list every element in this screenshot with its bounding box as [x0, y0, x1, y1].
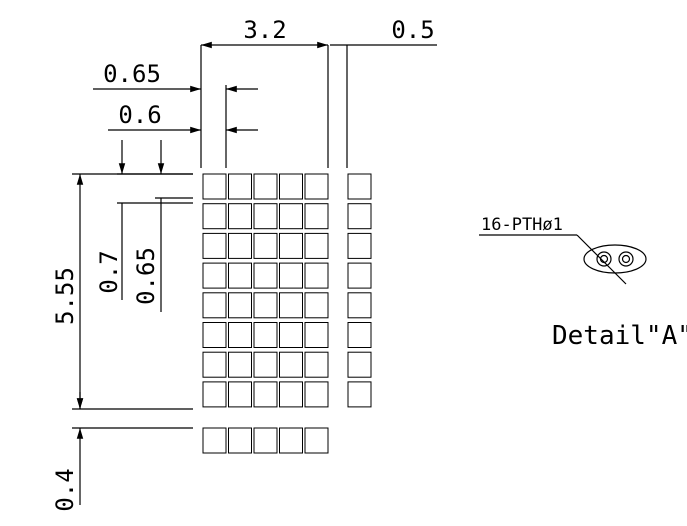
pad — [304, 173, 329, 200]
dim-row-pitch-label: 0.7 — [95, 250, 123, 293]
dim-height-total-label: 5.55 — [51, 267, 79, 325]
pad — [202, 203, 227, 230]
pad — [304, 381, 329, 408]
pad — [347, 292, 372, 319]
dim-pad-width: 0.6 — [108, 101, 258, 134]
pad — [304, 322, 329, 348]
dim-col-gap: 0.5 — [330, 16, 437, 168]
pad — [304, 351, 329, 378]
pad — [279, 173, 303, 200]
pad — [347, 173, 372, 200]
detail-a: 16-PTHø1 Detail"A" — [479, 215, 687, 351]
pad — [253, 292, 278, 319]
pad — [228, 232, 252, 259]
dim-pad-height: 0.65 — [132, 140, 193, 312]
pad — [253, 427, 278, 454]
side-pad-column — [347, 173, 372, 408]
dim-bottom-gap-label: 0.4 — [51, 468, 79, 511]
pad — [202, 173, 227, 200]
dim-pad-pitch-label: 0.65 — [103, 60, 161, 88]
detail-note: 16-PTHø1 — [481, 215, 563, 235]
pad — [279, 232, 303, 259]
pad — [347, 322, 372, 348]
detail-title: Detail"A" — [552, 321, 687, 351]
pad — [279, 292, 303, 319]
dim-width-total: 3.2 — [200, 16, 329, 168]
dim-pad-pitch: 0.65 — [93, 60, 258, 168]
pad — [279, 262, 303, 289]
pad — [202, 381, 227, 408]
pad — [202, 351, 227, 378]
pad — [304, 232, 329, 259]
pad — [279, 381, 303, 408]
pad — [304, 262, 329, 289]
pad — [253, 173, 278, 200]
dim-pad-height-label: 0.65 — [132, 247, 160, 305]
pad — [347, 351, 372, 378]
pad — [304, 427, 329, 454]
dim-pad-width-label: 0.6 — [118, 101, 161, 129]
pad — [279, 351, 303, 378]
pad — [279, 427, 303, 454]
pad — [202, 262, 227, 289]
pad — [347, 232, 372, 259]
pad — [202, 427, 227, 454]
pad — [228, 381, 252, 408]
pad — [253, 203, 278, 230]
pad — [253, 381, 278, 408]
pad — [253, 322, 278, 348]
pad — [228, 173, 252, 200]
dim-bottom-gap: 0.4 — [51, 392, 193, 512]
detail-oval-outline — [583, 244, 647, 274]
pad — [347, 203, 372, 230]
pad — [228, 262, 252, 289]
plated-through-hole-right — [618, 251, 634, 267]
pad — [253, 262, 278, 289]
pad — [304, 203, 329, 230]
pad — [202, 232, 227, 259]
pad — [279, 203, 303, 230]
pad — [202, 322, 227, 348]
plated-through-hole-left — [596, 251, 612, 267]
pad — [347, 262, 372, 289]
bottom-pad-row — [202, 427, 329, 454]
dim-row-pitch: 0.7 — [95, 140, 193, 300]
pad — [228, 322, 252, 348]
pad — [228, 203, 252, 230]
pad — [279, 322, 303, 348]
pad — [202, 292, 227, 319]
pad — [253, 232, 278, 259]
pad — [253, 351, 278, 378]
pad — [304, 292, 329, 319]
pad — [228, 351, 252, 378]
pad — [228, 292, 252, 319]
pad — [347, 381, 372, 408]
dim-width-total-label: 3.2 — [243, 16, 286, 44]
main-pad-array — [202, 173, 329, 408]
dim-col-gap-label: 0.5 — [391, 16, 434, 44]
pad — [228, 427, 252, 454]
